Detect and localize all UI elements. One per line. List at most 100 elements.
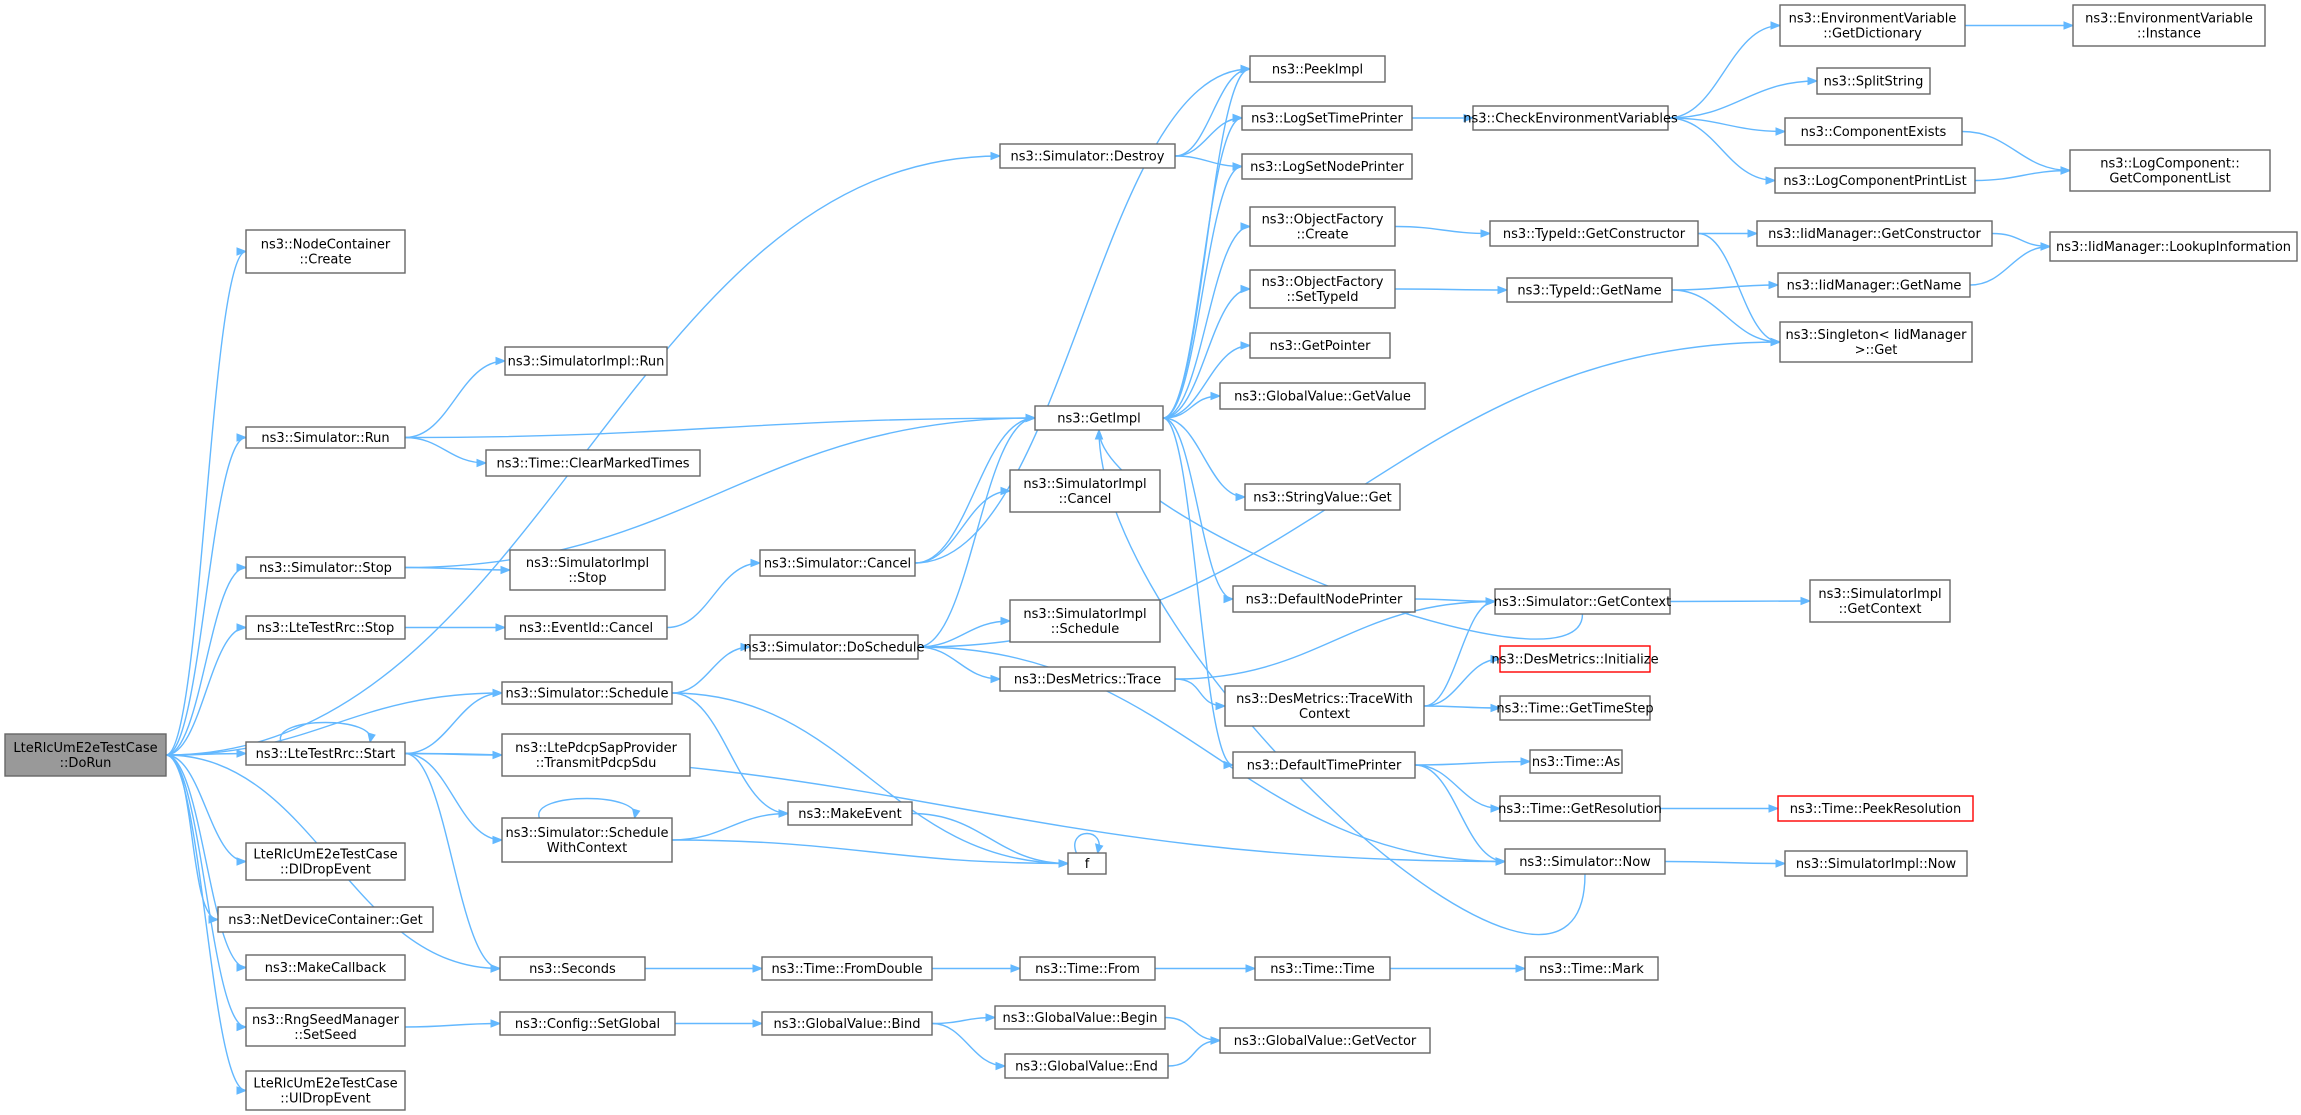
node-fromdouble[interactable]: ns3::Time::FromDouble (761, 956, 933, 981)
node-sim_dosched[interactable]: ns3::Simulator::DoSchedule (743, 634, 925, 660)
node-of_create[interactable]: ns3::ObjectFactory::Create (1249, 206, 1396, 247)
edge-root-to-dl_drop (165, 754, 248, 866)
node-comp_exists[interactable]: ns3::ComponentExists (1784, 117, 1963, 146)
node-sim_destroy[interactable]: ns3::Simulator::Destroy (999, 143, 1176, 169)
node-env_getdict[interactable]: ns3::EnvironmentVariable::GetDictionary (1779, 4, 1966, 47)
node-logcomp_list[interactable]: ns3::LogComponent::GetComponentList (2069, 149, 2271, 192)
node-label-singleton-0: ns3::Singleton< IidManager (1785, 328, 1967, 343)
node-time_from[interactable]: ns3::Time::From (1019, 956, 1156, 981)
node-seconds[interactable]: ns3::Seconds (499, 956, 646, 981)
node-label-split-0: ns3::SplitString (1824, 75, 1924, 90)
node-getpointer[interactable]: ns3::GetPointer (1249, 332, 1391, 359)
node-make_cb[interactable]: ns3::MakeCallback (245, 954, 406, 981)
node-f[interactable]: f (1067, 852, 1107, 875)
node-time_getstep[interactable]: ns3::Time::GetTimeStep (1496, 695, 1654, 721)
node-def_node[interactable]: ns3::DefaultNodePrinter (1232, 585, 1416, 613)
node-iid_getctor[interactable]: ns3::IidManager::GetConstructor (1756, 220, 1993, 247)
node-log_time[interactable]: ns3::LogSetTimePrinter (1241, 105, 1413, 131)
node-gv_getvector[interactable]: ns3::GlobalValue::GetVector (1219, 1027, 1431, 1054)
node-def_time[interactable]: ns3::DefaultTimePrinter (1232, 751, 1416, 779)
node-sim_schedule[interactable]: ns3::Simulator::Schedule (501, 681, 673, 705)
node-strval_get[interactable]: ns3::StringValue::Get (1244, 483, 1401, 511)
node-time_clear[interactable]: ns3::Time::ClearMarkedTimes (485, 449, 701, 477)
node-gv_end[interactable]: ns3::GlobalValue::End (1004, 1053, 1169, 1079)
node-label-simimpl_getctx-1: ::GetContext (1839, 602, 1922, 617)
node-simimpl_run[interactable]: ns3::SimulatorImpl::Run (504, 346, 668, 376)
node-time_time[interactable]: ns3::Time::Time (1254, 956, 1391, 981)
node-gv_bind[interactable]: ns3::GlobalValue::Bind (761, 1011, 933, 1036)
edge-time_getres-to-peek_res (1660, 804, 1780, 813)
node-des_trace[interactable]: ns3::DesMetrics::Trace (999, 666, 1176, 692)
node-rng_seed[interactable]: ns3::RngSeedManager::SetSeed (245, 1007, 406, 1047)
node-des_init[interactable]: ns3::DesMetrics::Initialize (1491, 645, 1659, 673)
node-make_event[interactable]: ns3::MakeEvent (787, 801, 913, 826)
edge-of_create-to-tid_getctor (1394, 225, 1492, 238)
edge-root-to-ul_drop (165, 754, 248, 1095)
node-simimpl_now[interactable]: ns3::SimulatorImpl::Now (1784, 850, 1968, 877)
node-log_node[interactable]: ns3::LogSetNodePrinter (1241, 153, 1413, 180)
edge-sim_dosched-to-getimpl (917, 413, 1037, 648)
node-dl_drop[interactable]: LteRlcUmE2eTestCase::DlDropEvent (245, 842, 406, 881)
node-cfg_setglobal[interactable]: ns3::Config::SetGlobal (499, 1011, 676, 1036)
node-sim_run[interactable]: ns3::Simulator::Run (245, 426, 406, 449)
node-sim_now[interactable]: ns3::Simulator::Now (1504, 848, 1666, 875)
node-label-cfg_setglobal-0: ns3::Config::SetGlobal (515, 1017, 660, 1032)
node-gv_begin[interactable]: ns3::GlobalValue::Begin (994, 1005, 1166, 1030)
node-label-rrc_start-0: ns3::LteTestRrc::Start (256, 747, 396, 762)
node-time_getres[interactable]: ns3::Time::GetResolution (1498, 795, 1662, 822)
edge-getimpl-to-of_create (1162, 222, 1252, 419)
node-iid_lookup[interactable]: ns3::IidManager::LookupInformation (2049, 231, 2298, 262)
node-time_mark[interactable]: ns3::Time::Mark (1524, 956, 1659, 981)
node-label-root-1: ::DoRun (60, 756, 112, 771)
edge-sim_stop-to-getimpl (404, 413, 1037, 569)
node-ndc_get[interactable]: ns3::NetDeviceContainer::Get (217, 906, 434, 933)
node-gv_getvalue[interactable]: ns3::GlobalValue::GetValue (1219, 382, 1426, 410)
node-split[interactable]: ns3::SplitString (1816, 67, 1931, 95)
node-root[interactable]: LteRlcUmE2eTestCase::DoRun (4, 733, 167, 777)
edge-iid_getname-to-iid_lookup (1969, 242, 2052, 286)
edge-trace_ctx-to-time_getstep (1423, 703, 1502, 713)
node-sim_getctx[interactable]: ns3::Simulator::GetContext (1494, 588, 1671, 615)
node-log_printlist[interactable]: ns3::LogComponentPrintList (1774, 167, 1976, 194)
edge-getimpl-to-gv_getvalue (1162, 391, 1222, 419)
node-time_as[interactable]: ns3::Time::As (1529, 749, 1623, 774)
edge-root-to-rrc_stop (165, 623, 248, 756)
node-sim_stop[interactable]: ns3::Simulator::Stop (245, 556, 406, 579)
node-label-sim_dosched-0: ns3::Simulator::DoSchedule (743, 641, 924, 656)
node-ul_drop[interactable]: LteRlcUmE2eTestCase::UlDropEvent (245, 1070, 406, 1111)
node-simimpl_sched[interactable]: ns3::SimulatorImpl::Schedule (1009, 599, 1161, 643)
node-env_instance[interactable]: ns3::EnvironmentVariable::Instance (2072, 4, 2266, 47)
node-label-ul_drop-0: LteRlcUmE2eTestCase (253, 1077, 397, 1092)
node-check_env[interactable]: ns3::CheckEnvironmentVariables (1463, 105, 1678, 131)
node-label-trace_ctx-1: Context (1299, 707, 1350, 722)
node-getimpl[interactable]: ns3::GetImpl (1034, 405, 1164, 431)
node-label-log_time-0: ns3::LogSetTimePrinter (1251, 112, 1403, 127)
node-tid_getctor[interactable]: ns3::TypeId::GetConstructor (1489, 220, 1699, 247)
node-peek_res[interactable]: ns3::Time::PeekResolution (1777, 795, 1974, 822)
node-iid_getname[interactable]: ns3::IidManager::GetName (1777, 272, 1971, 298)
node-label-env_getdict-1: ::GetDictionary (1823, 27, 1922, 42)
node-of_settype[interactable]: ns3::ObjectFactory::SetTypeId (1249, 269, 1396, 309)
edge-sched_ctx-to-sched_ctx (538, 797, 641, 820)
node-nc_create[interactable]: ns3::NodeContainer::Create (245, 229, 406, 274)
node-eventid_cancel[interactable]: ns3::EventId::Cancel (504, 615, 668, 640)
node-simimpl_stop[interactable]: ns3::SimulatorImpl::Stop (509, 549, 666, 591)
edge-root-to-nc_create (165, 247, 248, 756)
node-rrc_stop[interactable]: ns3::LteTestRrc::Stop (245, 615, 406, 640)
node-simimpl_getctx[interactable]: ns3::SimulatorImpl::GetContext (1809, 579, 1951, 623)
node-sim_cancel[interactable]: ns3::Simulator::Cancel (759, 549, 916, 577)
node-label-strval_get-0: ns3::StringValue::Get (1253, 491, 1391, 506)
node-label-peekimpl-0: ns3::PeekImpl (1272, 63, 1363, 78)
node-label-f-0: f (1085, 857, 1090, 872)
node-rrc_start[interactable]: ns3::LteTestRrc::Start (245, 741, 406, 766)
node-tid_getname[interactable]: ns3::TypeId::GetName (1506, 277, 1673, 303)
node-label-env_getdict-0: ns3::EnvironmentVariable (1789, 12, 1957, 27)
node-singleton[interactable]: ns3::Singleton< IidManager>::Get (1779, 321, 1973, 363)
node-peekimpl[interactable]: ns3::PeekImpl (1249, 55, 1386, 83)
node-label-of_create-1: ::Create (1297, 228, 1349, 243)
node-transmit_pdcp[interactable]: ns3::LtePdcpSapProvider::TransmitPdcpSdu (501, 733, 691, 777)
edge-rrc_start-to-sched_ctx (404, 752, 504, 845)
node-simimpl_cancel[interactable]: ns3::SimulatorImpl::Cancel (1009, 469, 1161, 513)
